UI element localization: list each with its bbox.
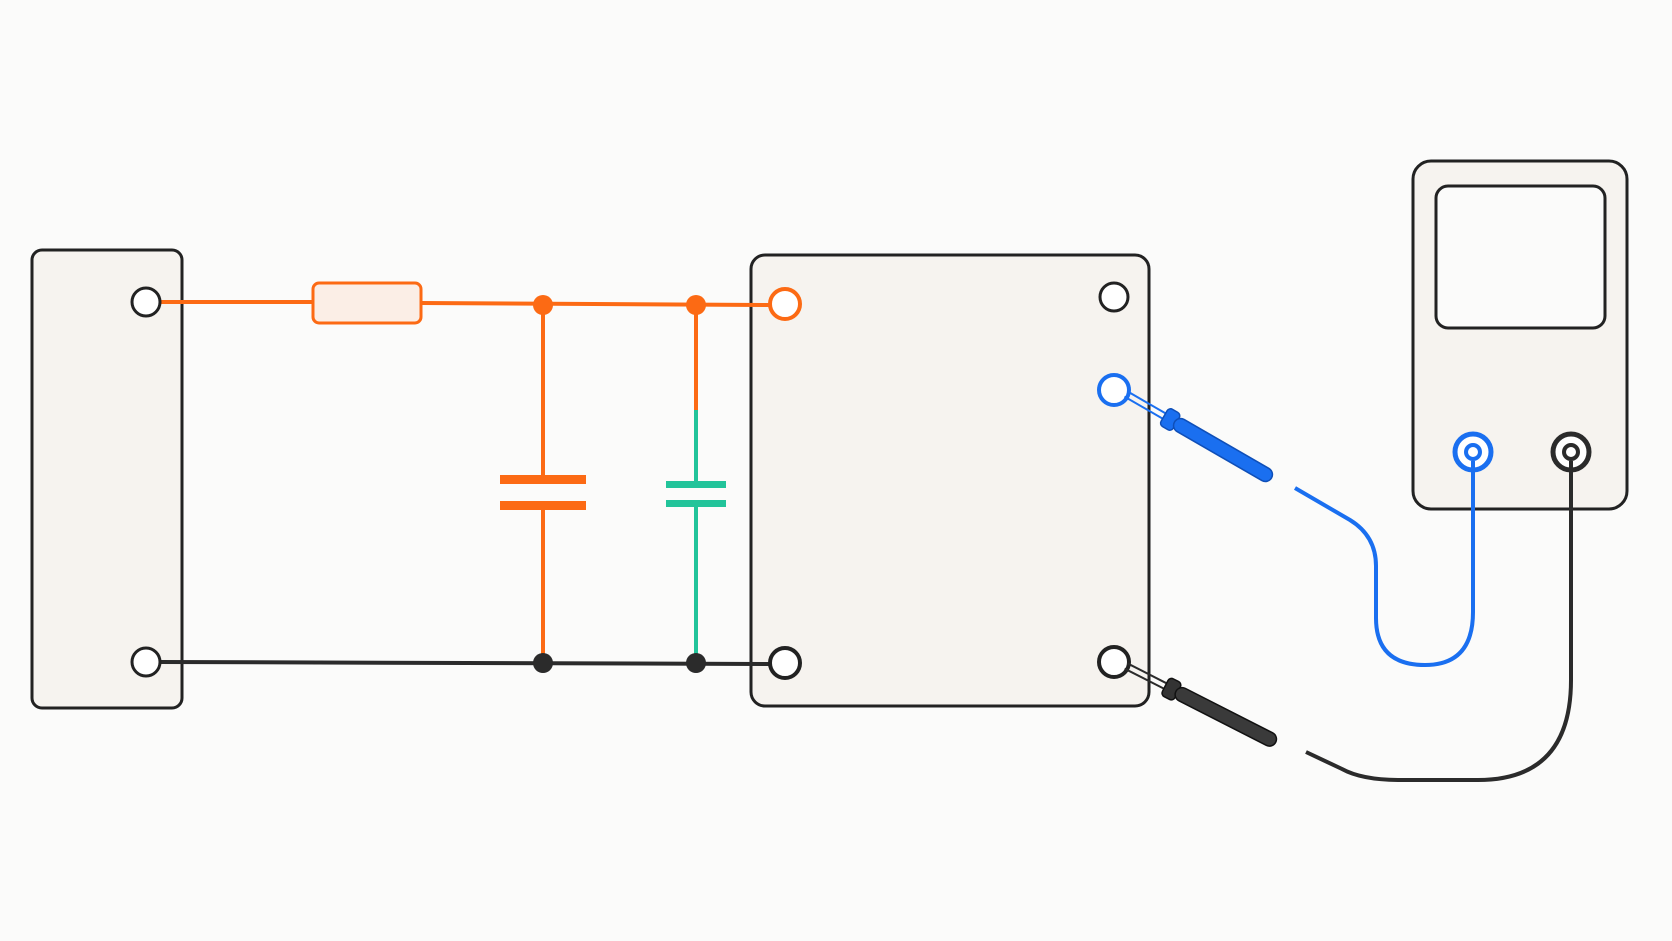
capacitor-icon bbox=[500, 475, 586, 484]
probe-lead-negative bbox=[1305, 461, 1573, 782]
test-point-ground[interactable] bbox=[1097, 645, 1131, 679]
junction-dot bbox=[686, 295, 706, 315]
test-probe-negative[interactable] bbox=[1121, 657, 1280, 751]
ground-wire bbox=[159, 660, 773, 666]
source-terminal-negative[interactable] bbox=[130, 646, 162, 678]
junction-dot bbox=[686, 653, 706, 673]
test-point-signal[interactable] bbox=[1097, 373, 1131, 407]
supply-wire bbox=[160, 300, 773, 307]
multimeter-display bbox=[1434, 184, 1607, 330]
multimeter bbox=[1411, 159, 1629, 511]
load-board-block bbox=[749, 253, 1151, 708]
junction-dot bbox=[533, 653, 553, 673]
bulk-capacitor bbox=[500, 305, 586, 663]
test-probe-positive[interactable] bbox=[1121, 385, 1276, 486]
power-source-block bbox=[30, 248, 184, 710]
source-terminal-positive[interactable] bbox=[130, 286, 162, 318]
load-input-terminal-positive[interactable] bbox=[768, 287, 802, 321]
load-input-terminal-negative[interactable] bbox=[768, 646, 802, 680]
resistor-icon bbox=[311, 281, 423, 325]
test-point-top[interactable] bbox=[1098, 281, 1130, 313]
probe-lead-positive bbox=[1293, 461, 1475, 668]
junction-dot bbox=[533, 295, 553, 315]
meter-jack-positive[interactable] bbox=[1452, 431, 1494, 473]
capacitor-icon bbox=[666, 481, 726, 488]
meter-jack-common[interactable] bbox=[1550, 431, 1592, 473]
filter-capacitor bbox=[666, 305, 726, 663]
